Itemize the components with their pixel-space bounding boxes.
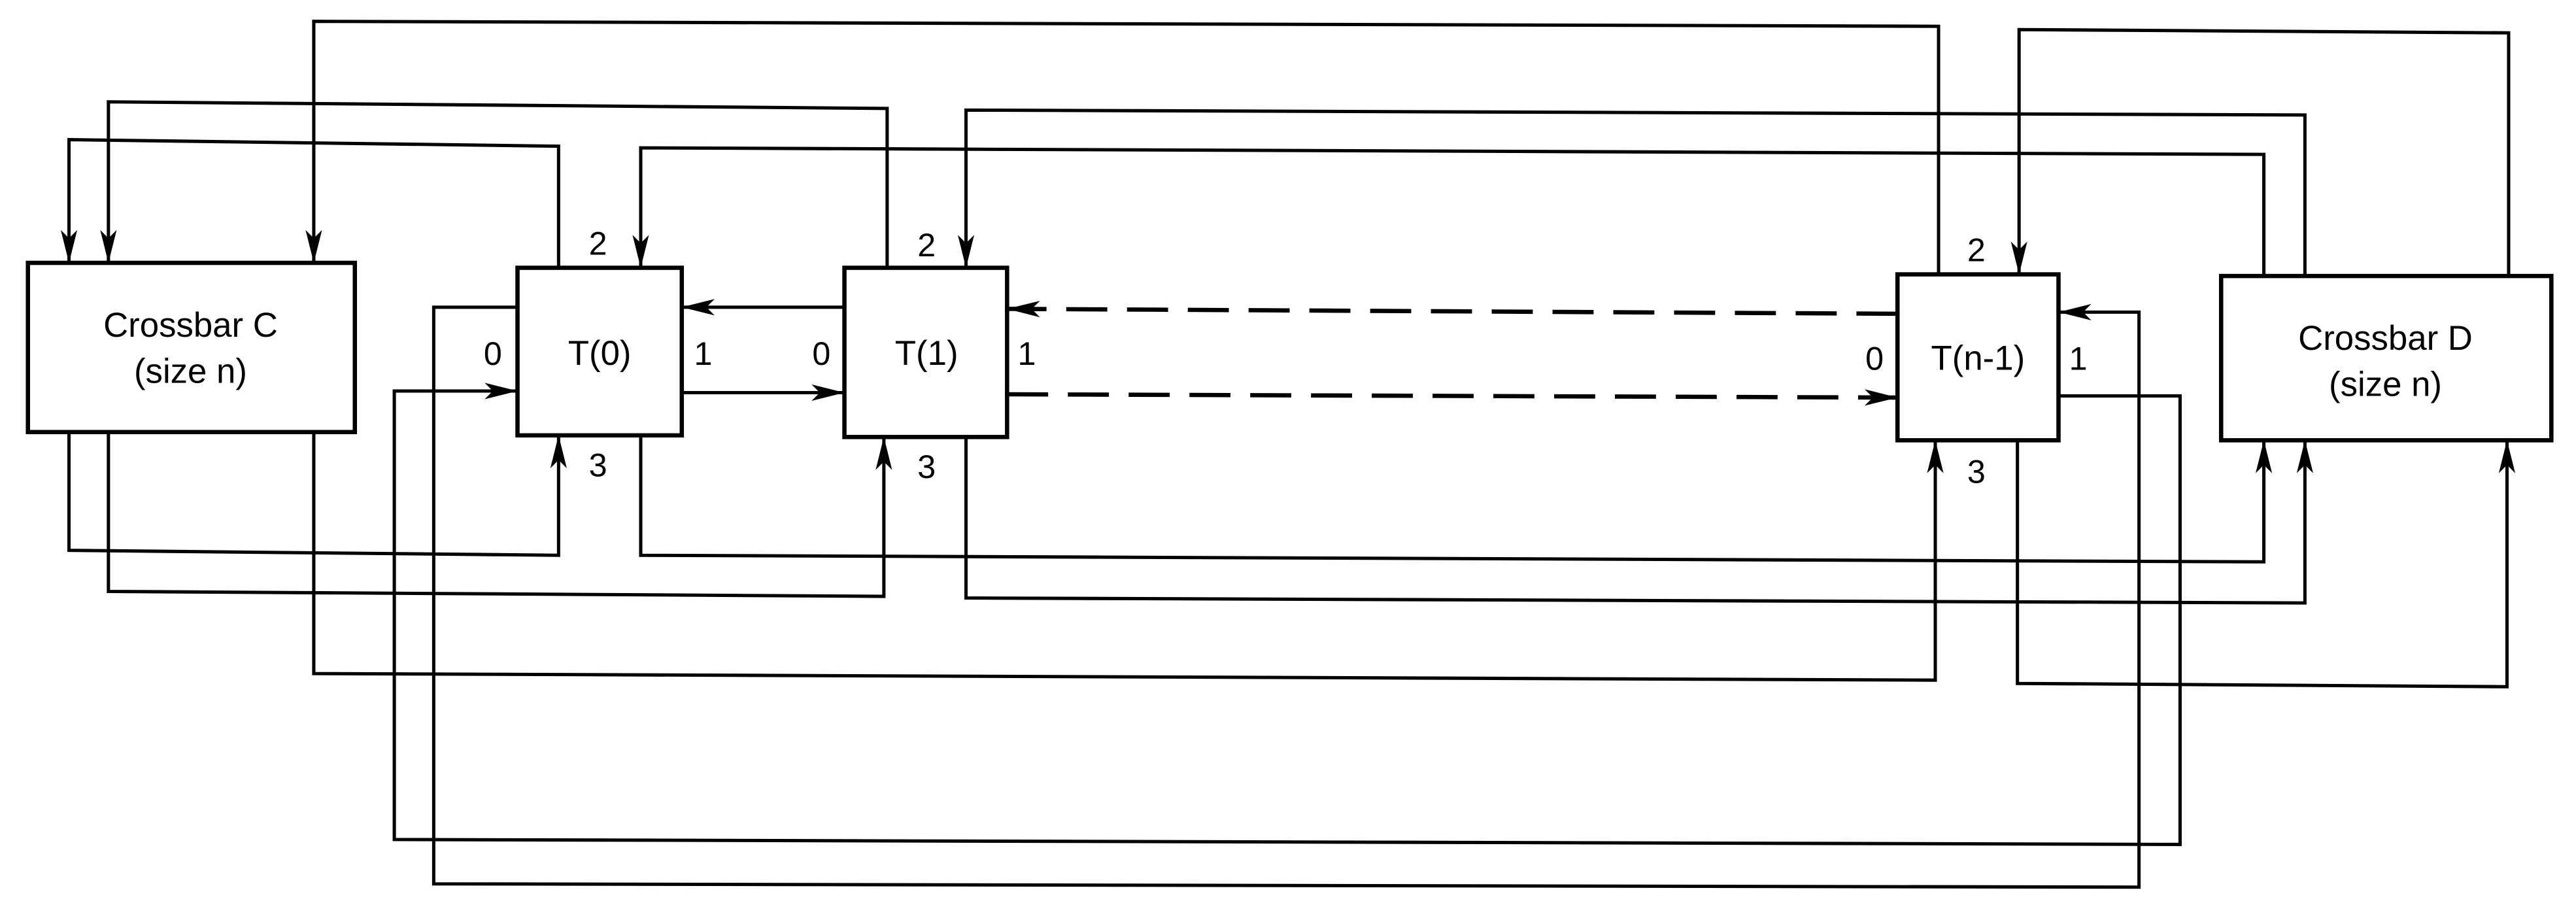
wire-crossbar-d-to-t0-port2 <box>632 146 2266 278</box>
dashed-wire-tn1-to-t1 <box>1007 301 1898 318</box>
node-t0-port-right: 1 <box>694 335 712 372</box>
node-tn1-port-bottom: 3 <box>1967 454 1986 490</box>
wires <box>60 20 2516 889</box>
wire-t1-to-crossbar-d <box>964 435 2313 605</box>
node-t0-port-left: 0 <box>484 335 502 372</box>
node-t0-label: T(0) <box>568 334 632 373</box>
node-t0-port-bottom: 3 <box>589 447 607 484</box>
crossbar-c-title: Crossbar C <box>103 306 278 345</box>
wire-crossbar-d-to-t1-port2 <box>957 108 2307 278</box>
wire-t0-port0-to-tn1-port1 <box>432 303 2141 889</box>
node-t1-port-left: 0 <box>812 335 830 372</box>
crossbar-c-size: (size n) <box>134 352 247 390</box>
wire-t1-to-crossbar-c <box>100 100 889 270</box>
node-tn1-port-top: 2 <box>1967 231 1986 268</box>
node-t1-port-bottom: 3 <box>917 449 936 485</box>
wire-crossbar-c-to-t1-port3 <box>107 430 892 598</box>
wire-tn1-to-crossbar-d <box>2016 438 2516 689</box>
wire-t0-to-crossbar-d <box>639 434 2273 564</box>
node-t0: T(0) 0 1 2 3 <box>484 225 713 483</box>
wire-t0-to-crossbar-c <box>60 138 560 270</box>
dashed-wire-t1-to-tn1 <box>1007 389 1898 406</box>
node-t1-port-top: 2 <box>917 227 936 264</box>
node-tn1-port-right: 1 <box>2069 340 2088 377</box>
wire-tn1-port1-to-t0-port0 <box>392 383 2182 846</box>
node-t1-label: T(1) <box>895 334 958 373</box>
crossbar-d-size: (size n) <box>2329 366 2442 404</box>
node-t0-port-top: 2 <box>589 225 607 262</box>
crossbar-c: Crossbar C (size n) <box>25 260 358 435</box>
node-tn1-label: T(n-1) <box>1931 339 2025 377</box>
node-tn1-port-left: 0 <box>1865 340 1884 377</box>
node-tn1: T(n-1) 0 1 2 3 <box>1865 231 2088 490</box>
node-t1: T(1) 0 1 2 3 <box>812 227 1036 485</box>
crossbar-d-title: Crossbar D <box>2298 319 2473 358</box>
crossbar-d: Crossbar D (size n) <box>2218 273 2554 443</box>
node-t1-port-right: 1 <box>1017 335 1036 372</box>
